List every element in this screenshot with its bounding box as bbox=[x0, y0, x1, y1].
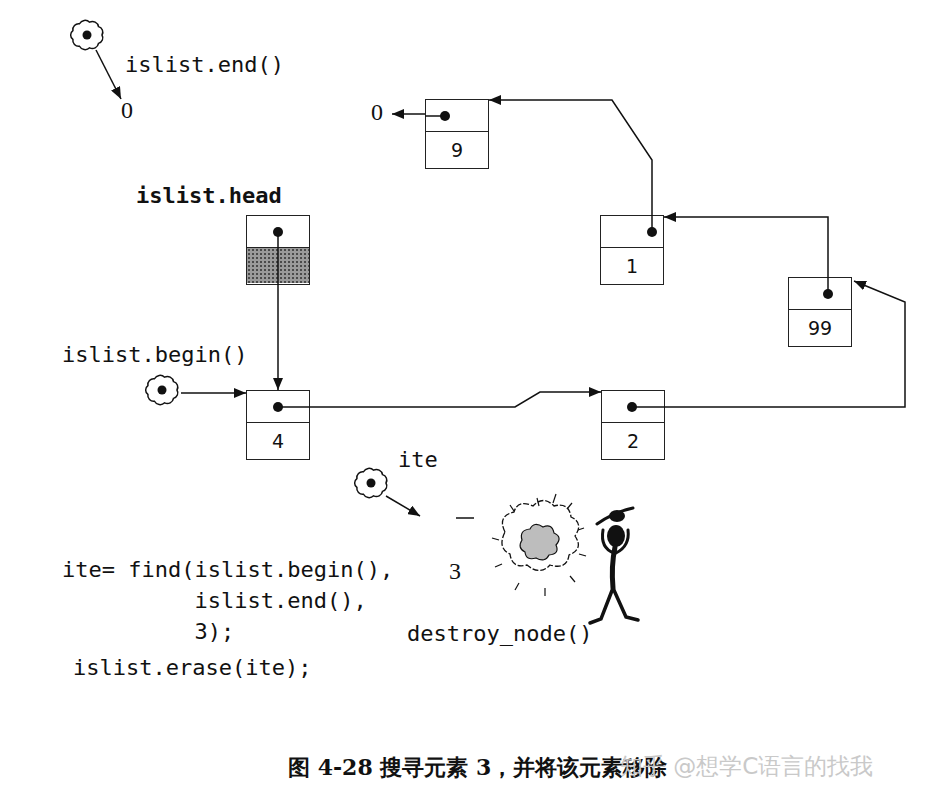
explosion-ticks bbox=[492, 494, 586, 596]
list-node: 99 bbox=[788, 277, 852, 347]
code-line: ite= find(islist.begin(), islist.end(), … bbox=[62, 554, 406, 647]
dash-mark bbox=[456, 517, 474, 519]
figure-caption: 图 4-28 搜寻元素 3，并将该元素移除 bbox=[288, 753, 667, 783]
pointer-dot bbox=[440, 111, 450, 121]
list-node: 4 bbox=[246, 390, 310, 460]
pointer-dot bbox=[367, 479, 376, 488]
pointer-dot bbox=[647, 227, 657, 237]
function-name: destroy_node() bbox=[407, 621, 592, 646]
value-cell: 99 bbox=[789, 310, 851, 345]
pointer-stub bbox=[788, 277, 852, 347]
cloud-shape bbox=[355, 468, 387, 497]
pointer-dot bbox=[83, 31, 92, 40]
null-pointer-arrow bbox=[392, 113, 425, 115]
pointer-cell bbox=[789, 278, 851, 310]
cloud-shape bbox=[146, 375, 178, 404]
list-node: 9 bbox=[425, 99, 489, 169]
pointer-dot bbox=[823, 289, 833, 299]
node-value: 9 bbox=[451, 139, 463, 161]
pointer-stub bbox=[246, 390, 310, 460]
null-value: 0 bbox=[371, 99, 383, 126]
cloud-outline bbox=[143, 373, 181, 407]
value-cell: 4 bbox=[247, 423, 309, 458]
pointer-dot bbox=[273, 227, 283, 237]
pointer-arrow bbox=[664, 217, 828, 277]
list-node: 1 bbox=[600, 215, 664, 285]
head-name: islist.head bbox=[136, 183, 282, 208]
iterator-name: islist.begin() bbox=[62, 342, 247, 367]
pointer-stub bbox=[246, 215, 310, 285]
pointer-dot bbox=[627, 402, 637, 412]
pointer-arrow bbox=[665, 281, 905, 407]
value-cell: 2 bbox=[602, 423, 664, 458]
cloud-outline bbox=[352, 466, 390, 500]
watermark: 知乎 @想学C语言的找我 bbox=[620, 751, 873, 782]
erased-value: 3 bbox=[449, 558, 461, 585]
iterator-name: islist.end() bbox=[125, 52, 284, 77]
iterator-arrow bbox=[96, 50, 121, 99]
pointer-arrow bbox=[181, 392, 246, 394]
node-value: 1 bbox=[626, 255, 638, 277]
pointer-dot bbox=[273, 402, 283, 412]
iterator-cloud: islist.begin() bbox=[143, 373, 181, 407]
iterator-arrow bbox=[386, 496, 420, 516]
value-cell: 1 bbox=[601, 248, 663, 283]
pointer-dot bbox=[158, 386, 167, 395]
stick-figure bbox=[590, 508, 638, 623]
pointer-arrow bbox=[489, 100, 652, 215]
cloud-outline bbox=[68, 18, 106, 52]
value-cell: 9 bbox=[426, 132, 488, 167]
pointer-arrow bbox=[277, 285, 279, 390]
pointer-arrow bbox=[310, 392, 601, 407]
iterator-cloud: islist.end() bbox=[68, 18, 106, 52]
null-value: 0 bbox=[121, 97, 133, 124]
list-node: 2 bbox=[601, 390, 665, 460]
node-value: 2 bbox=[627, 430, 639, 452]
list-head: islist.head bbox=[246, 215, 310, 285]
explosion-core bbox=[520, 524, 559, 559]
pointer-stub bbox=[425, 99, 489, 169]
node-value: 4 bbox=[272, 430, 284, 452]
explosion-cloud bbox=[502, 501, 579, 571]
cloud-shape bbox=[71, 20, 103, 49]
pointer-stub bbox=[600, 215, 664, 285]
pointer-stub bbox=[601, 390, 665, 460]
node-value: 99 bbox=[808, 317, 832, 339]
code-line: islist.erase(ite); bbox=[73, 655, 311, 680]
pointer-line bbox=[277, 232, 279, 285]
iterator-cloud: ite bbox=[352, 466, 390, 500]
iterator-name: ite bbox=[398, 447, 438, 472]
